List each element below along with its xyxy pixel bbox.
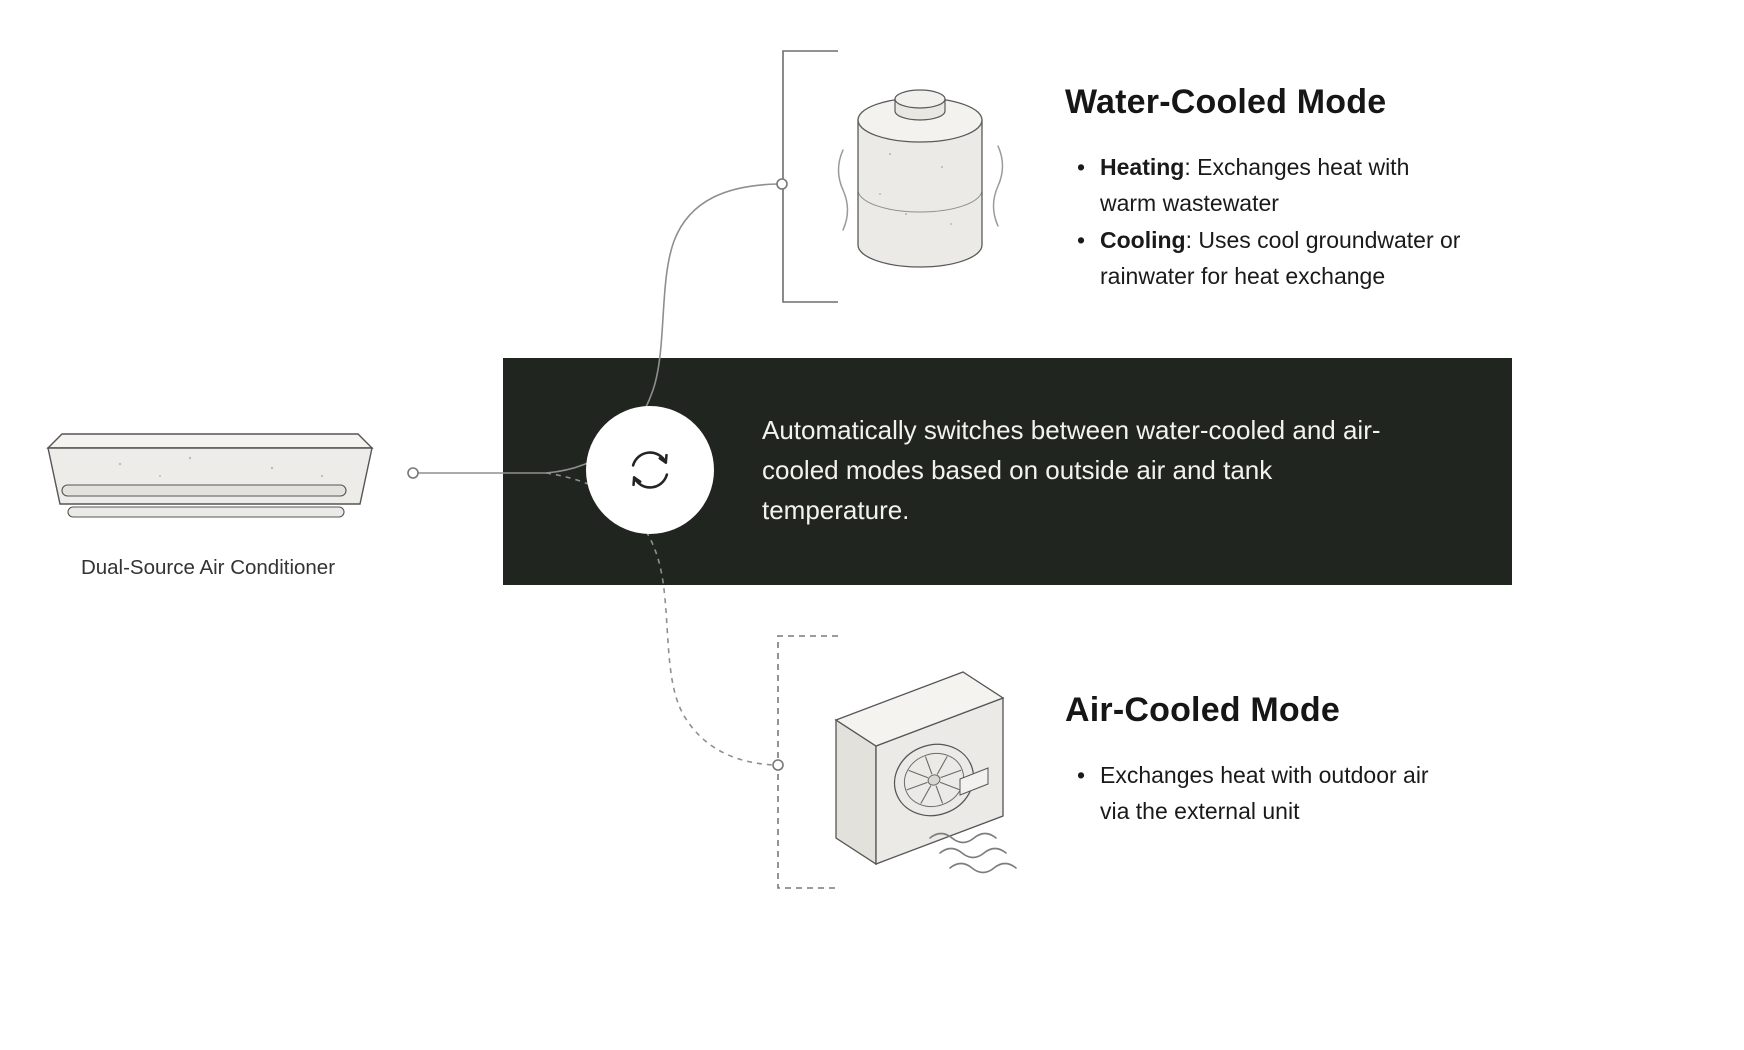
cycle-arrows-icon (631, 451, 669, 489)
indoor-unit-vent (61, 484, 347, 497)
tank-speckles (879, 152, 952, 225)
mode-switch-hub (586, 406, 714, 534)
air-mode-bullet-exchange: Exchanges heat with outdoor air via the … (1072, 757, 1542, 829)
bullet-text: Exchanges heat with outdoor air via the … (1100, 762, 1429, 824)
mode-switch-description: Automatically switches between water-coo… (762, 415, 1381, 525)
connector-node-air (772, 759, 784, 771)
bullet-lead: Cooling (1100, 227, 1186, 253)
water-mode-bullet-cooling: Cooling: Uses cool groundwater or rainwa… (1072, 222, 1542, 294)
water-mode-title: Water-Cooled Mode (1065, 83, 1387, 121)
air-flow-waves-icon (929, 832, 1017, 874)
air-mode-bullets: Exchanges heat with outdoor air via the … (1072, 757, 1542, 830)
source-unit-label: Dual-Source Air Conditioner (80, 556, 336, 579)
heat-wave-right-icon (992, 145, 1004, 227)
bullet-text: : Exchanges heat with warm wastewater (1100, 154, 1410, 216)
indoor-unit-flap (67, 506, 345, 518)
outdoor-unit-label-plate (959, 767, 989, 796)
fan-grille-icon (893, 743, 975, 817)
tank-body (857, 119, 983, 268)
indoor-unit-illustration (46, 433, 374, 518)
water-mode-bullets: Heating: Exchanges heat with warm wastew… (1072, 149, 1542, 295)
tank-cap-top (894, 89, 946, 109)
water-mode-bullet-heating: Heating: Exchanges heat with warm wastew… (1072, 149, 1542, 221)
water-tank-illustration (837, 89, 1004, 268)
tank-seam (857, 189, 983, 213)
bullet-lead: Heating (1100, 154, 1185, 180)
indoor-unit-top (46, 433, 374, 449)
connector-node-water (776, 178, 788, 190)
bullet-text: : Uses cool groundwater or rainwater for… (1100, 227, 1461, 289)
outdoor-unit-top (834, 671, 1005, 747)
indoor-unit-speckles (118, 456, 324, 478)
heat-wave-left-icon (837, 149, 849, 231)
outdoor-unit-illustration (834, 671, 1017, 874)
air-mode-title: Air-Cooled Mode (1065, 691, 1340, 729)
connector-node-source (407, 467, 419, 479)
